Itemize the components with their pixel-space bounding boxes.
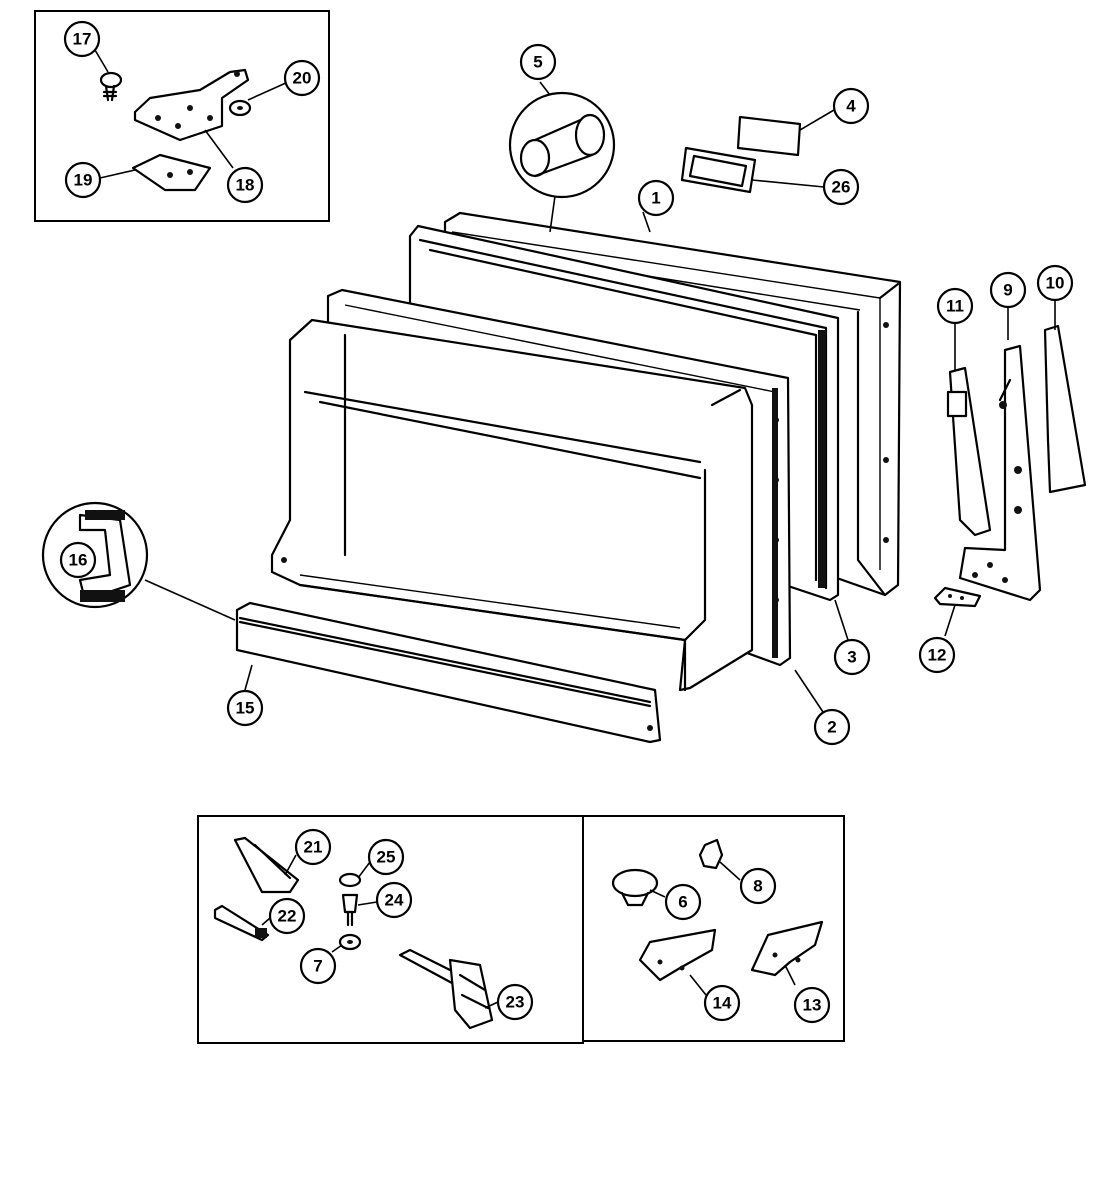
plug-magnifier [508, 91, 616, 233]
svg-text:7: 7 [313, 957, 322, 976]
svg-text:24: 24 [385, 891, 404, 910]
callout-10: 10 [1036, 264, 1074, 302]
callout-11: 11 [936, 287, 974, 325]
svg-text:15: 15 [236, 699, 255, 718]
callout-12: 12 [918, 636, 956, 674]
callout-15: 15 [226, 689, 264, 727]
callout-17: 17 [63, 20, 101, 58]
callout-25: 25 [367, 838, 405, 876]
callout-8: 8 [739, 867, 777, 905]
catch-bracket-21 [233, 836, 300, 894]
strap-bracket-12 [933, 586, 982, 608]
svg-text:23: 23 [506, 993, 525, 1012]
svg-text:11: 11 [946, 297, 964, 316]
callout-24: 24 [375, 881, 413, 919]
callout-22: 22 [268, 897, 306, 935]
callout-13: 13 [793, 986, 831, 1024]
leader-lines [94, 49, 1056, 1009]
callout-3: 3 [833, 638, 871, 676]
callout-14: 14 [703, 984, 741, 1022]
hinge-washer-part [228, 99, 252, 117]
callout-19: 19 [64, 161, 102, 199]
svg-text:16: 16 [69, 551, 88, 570]
svg-text:12: 12 [928, 646, 947, 665]
plug-8 [698, 838, 724, 870]
stud-24 [341, 893, 359, 927]
hinge-pin-part [99, 71, 123, 102]
washer-7 [338, 933, 362, 951]
hardware-inset-frame-right [582, 815, 845, 1042]
callout-5: 5 [519, 43, 557, 81]
door-strap-10 [1043, 324, 1087, 494]
spring-clip-14 [638, 928, 717, 982]
washer-25 [338, 872, 362, 888]
svg-text:10: 10 [1046, 274, 1065, 293]
callout-9: 9 [989, 271, 1027, 309]
callout-1: 1 [637, 179, 675, 217]
callout-20: 20 [283, 59, 321, 97]
button-6 [611, 868, 659, 907]
callout-21: 21 [294, 828, 332, 866]
svg-text:1: 1 [651, 189, 660, 208]
callout-2: 2 [813, 708, 851, 746]
svg-text:2: 2 [827, 718, 836, 737]
svg-text:25: 25 [377, 848, 396, 867]
callout-7: 7 [299, 947, 337, 985]
svg-text:9: 9 [1003, 281, 1012, 300]
door-strap-9 [958, 344, 1042, 602]
hinge-inset-frame [34, 10, 330, 222]
hinge-shim-part [131, 153, 212, 192]
svg-text:26: 26 [832, 178, 851, 197]
callout-26: 26 [822, 168, 860, 206]
door-inner-shelf [270, 318, 754, 692]
svg-text:3: 3 [847, 648, 856, 667]
door-strap-11 [946, 366, 992, 537]
strike-bar-22 [213, 904, 270, 942]
svg-text:14: 14 [713, 994, 732, 1013]
callout-4: 4 [832, 87, 870, 125]
hinge-part [133, 68, 250, 142]
callout-23: 23 [496, 983, 534, 1021]
svg-text:19: 19 [74, 171, 93, 190]
spring-clip-13 [750, 920, 824, 977]
svg-text:6: 6 [678, 893, 687, 912]
svg-text:17: 17 [73, 30, 92, 49]
svg-text:22: 22 [278, 907, 297, 926]
svg-text:13: 13 [803, 996, 822, 1015]
callout-16: 16 [59, 541, 97, 579]
latch-assembly-23 [398, 948, 494, 1030]
callout-18: 18 [226, 166, 264, 204]
svg-text:4: 4 [846, 97, 856, 116]
label-frame-part [680, 146, 757, 194]
shelf-rail [235, 601, 662, 744]
svg-text:18: 18 [236, 176, 255, 195]
svg-text:5: 5 [533, 53, 542, 72]
label-part [736, 115, 802, 157]
svg-text:21: 21 [304, 838, 323, 857]
callout-6: 6 [664, 883, 702, 921]
svg-text:20: 20 [293, 69, 312, 88]
svg-text:8: 8 [753, 877, 762, 896]
